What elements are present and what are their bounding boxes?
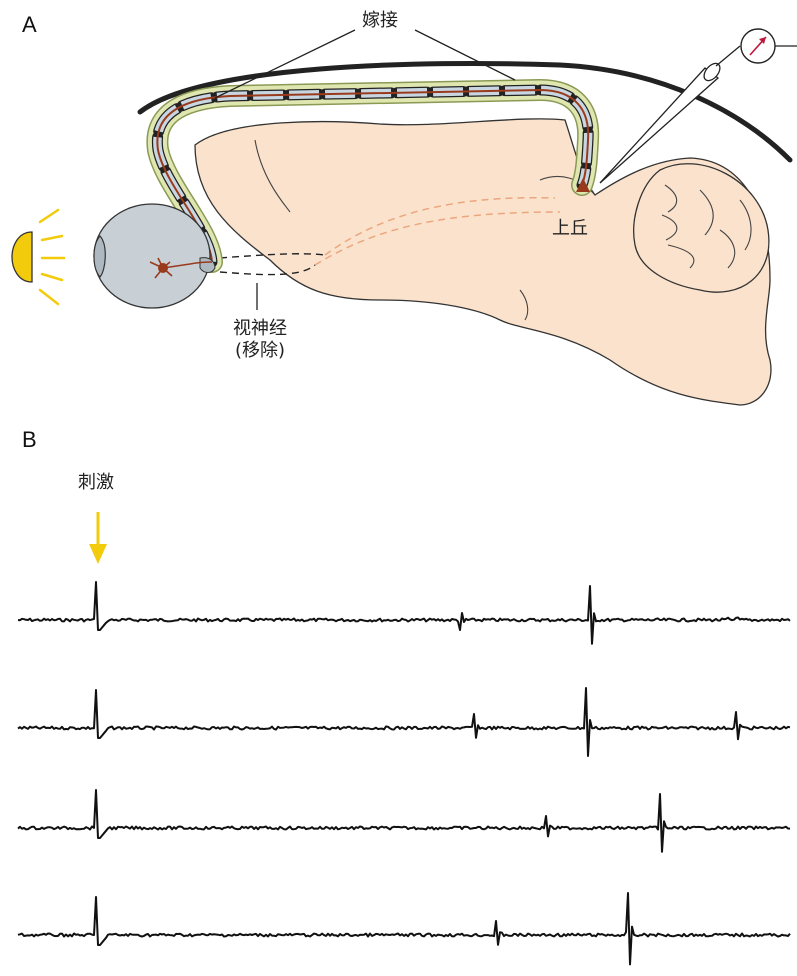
trace-1 xyxy=(18,582,790,644)
trace-4 xyxy=(18,893,790,964)
trace-2 xyxy=(18,688,790,756)
trace-3 xyxy=(18,790,790,852)
